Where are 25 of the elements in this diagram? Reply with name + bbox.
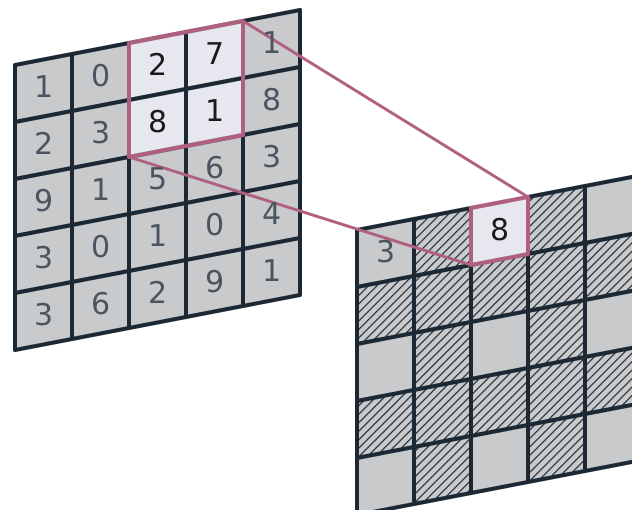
cell-value: 8 xyxy=(262,84,282,118)
projection-line xyxy=(128,156,472,266)
pooling-window xyxy=(129,21,243,157)
cell-value: 2 xyxy=(34,128,54,162)
cell-value: 3 xyxy=(262,141,282,175)
cell-value: 1 xyxy=(148,220,168,254)
projection-line xyxy=(242,20,529,198)
grid-cell: 8 xyxy=(471,197,528,265)
cell-value: 2 xyxy=(148,277,168,311)
cell-value: 1 xyxy=(90,174,110,208)
cell-value: 9 xyxy=(34,185,54,219)
cell-value: 3 xyxy=(376,236,396,270)
cell-value: 9 xyxy=(204,266,224,300)
cell-value: 1 xyxy=(34,71,54,105)
cell-value: 1 xyxy=(262,255,282,289)
cell-value: 5 xyxy=(148,163,168,197)
cell-value: 0 xyxy=(204,209,224,243)
cell-value: 6 xyxy=(90,288,110,322)
cell-value: 6 xyxy=(204,152,224,186)
cell-value: 3 xyxy=(34,242,54,276)
cell-value: 3 xyxy=(34,299,54,333)
cell-value: 3 xyxy=(90,117,110,151)
cell-value: 0 xyxy=(90,231,110,265)
cell-value: 4 xyxy=(262,198,282,232)
cell-value: 0 xyxy=(90,60,110,94)
